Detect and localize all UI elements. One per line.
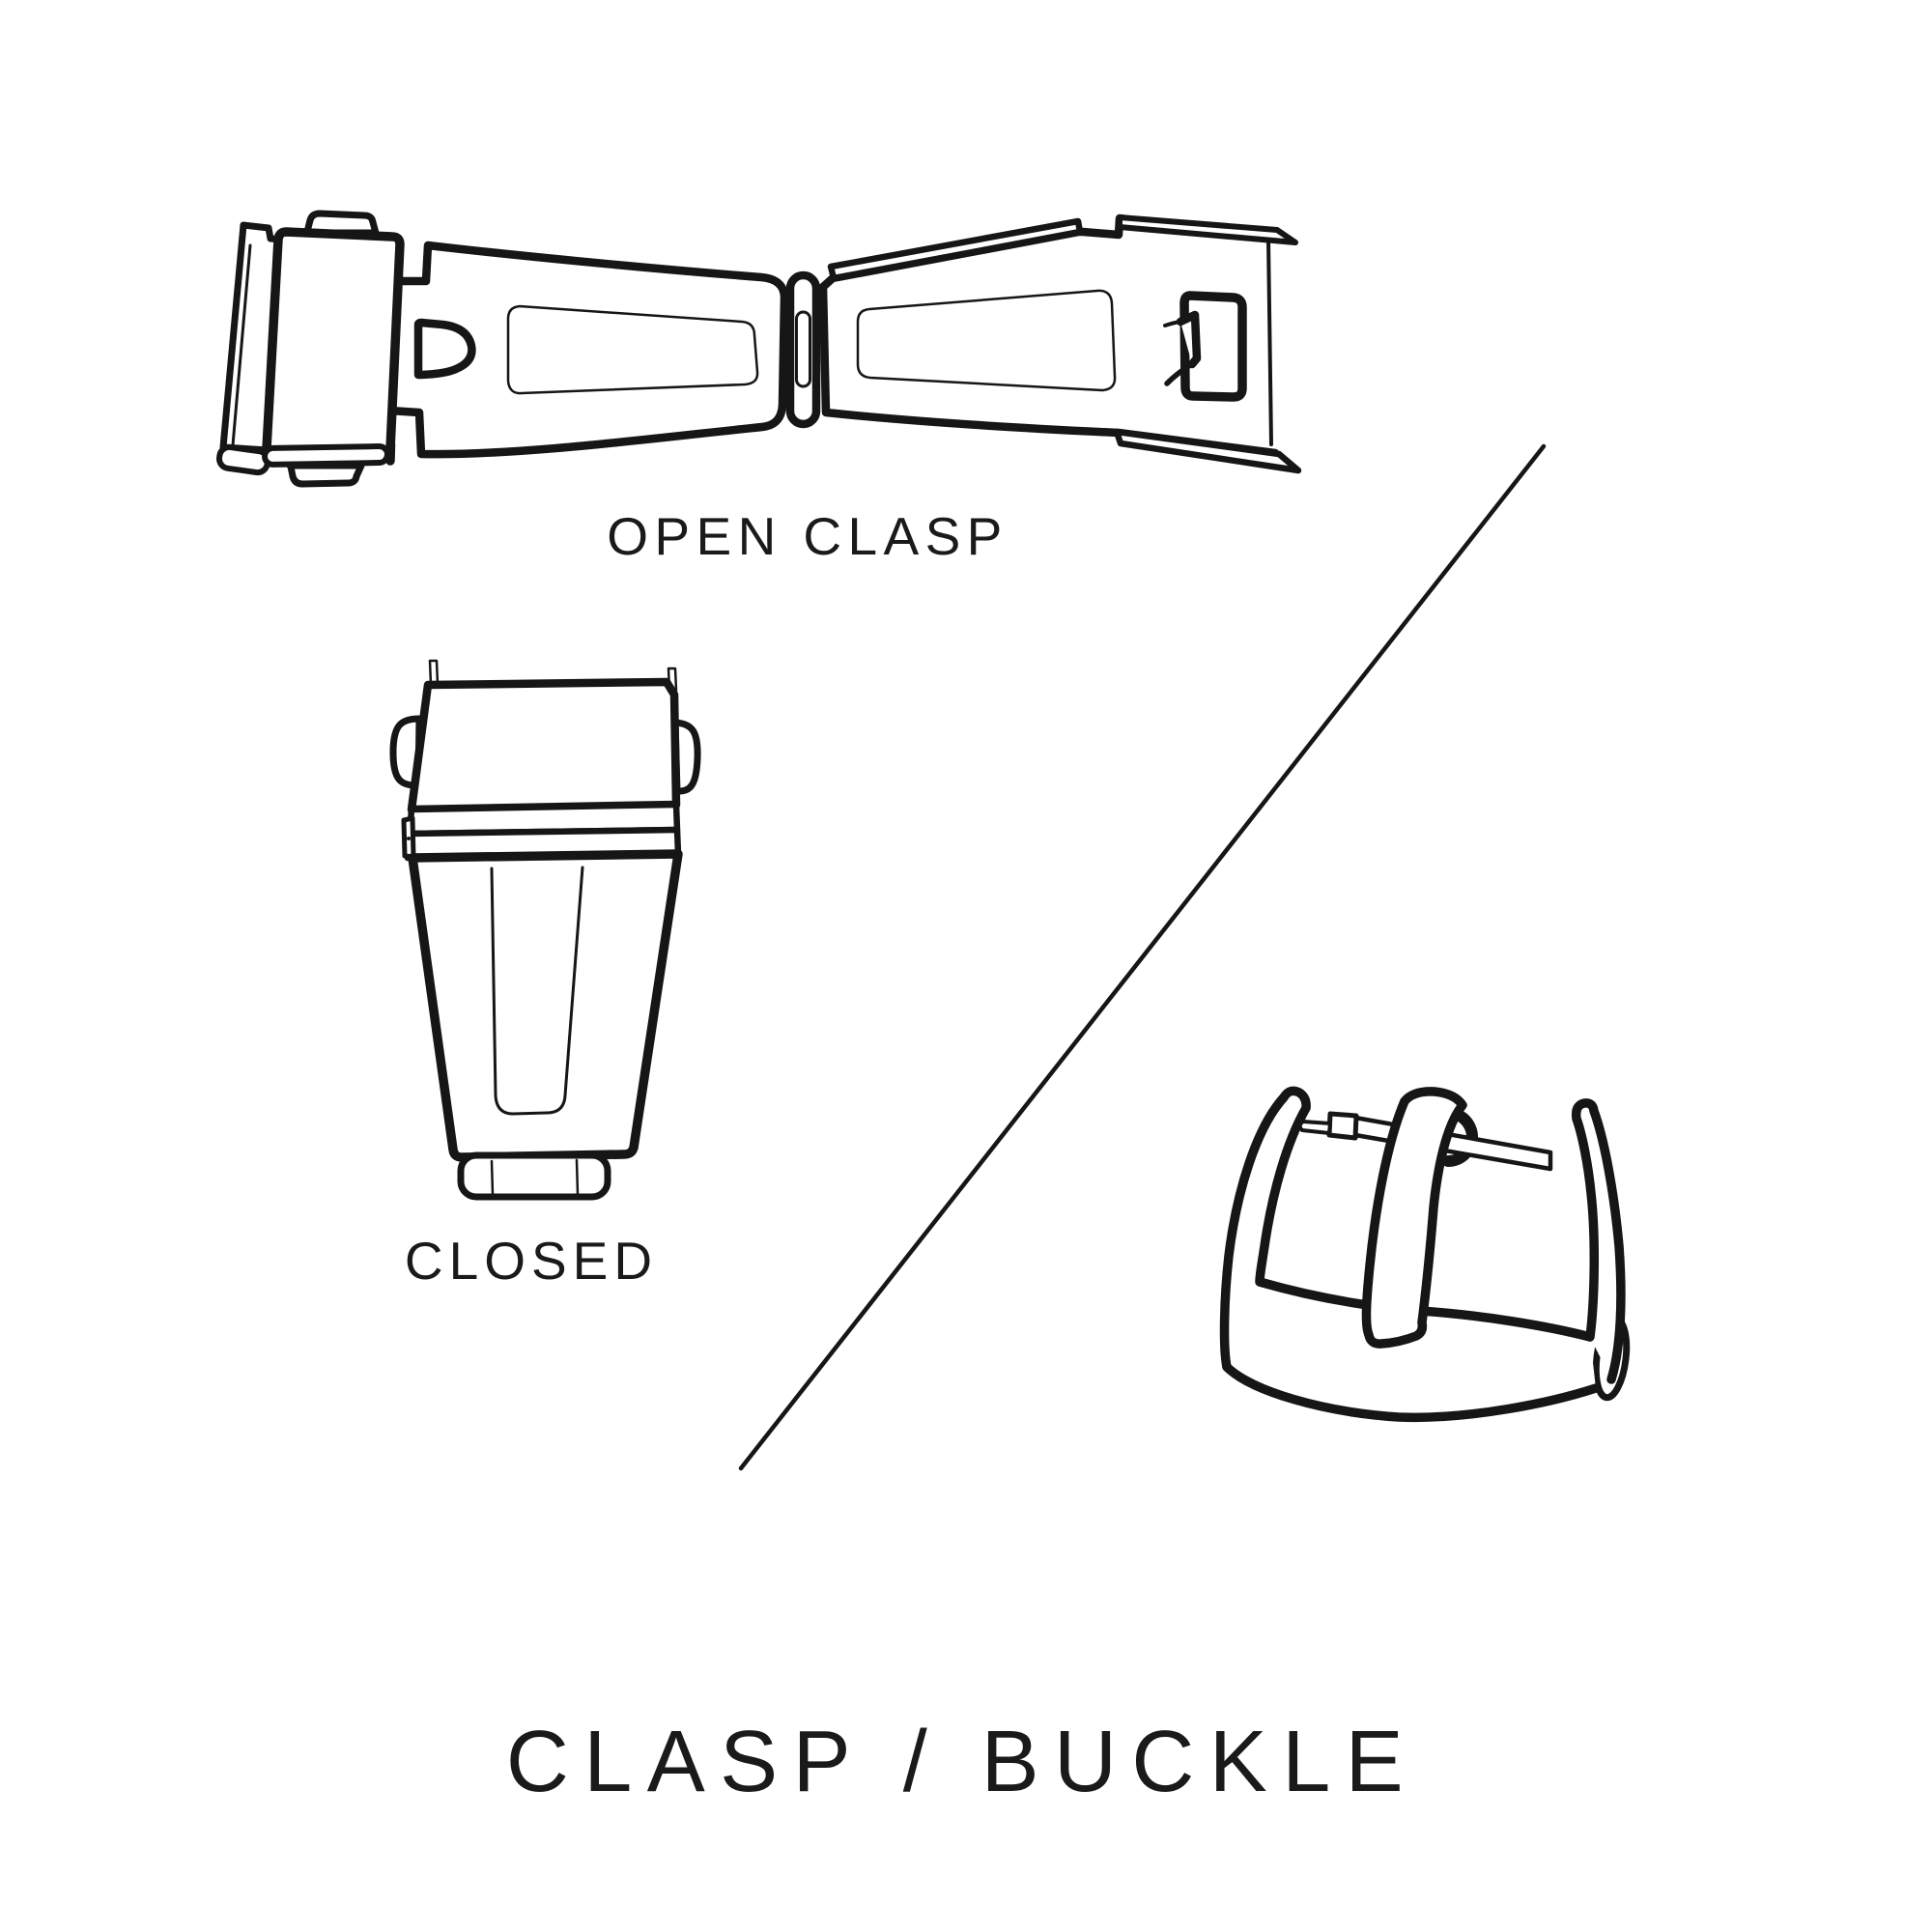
svg-text:CLOSED: CLOSED: [405, 1231, 658, 1291]
svg-text:OPEN CLASP: OPEN CLASP: [607, 506, 1009, 566]
svg-text:CLASP / BUCKLE: CLASP / BUCKLE: [506, 1714, 1418, 1810]
